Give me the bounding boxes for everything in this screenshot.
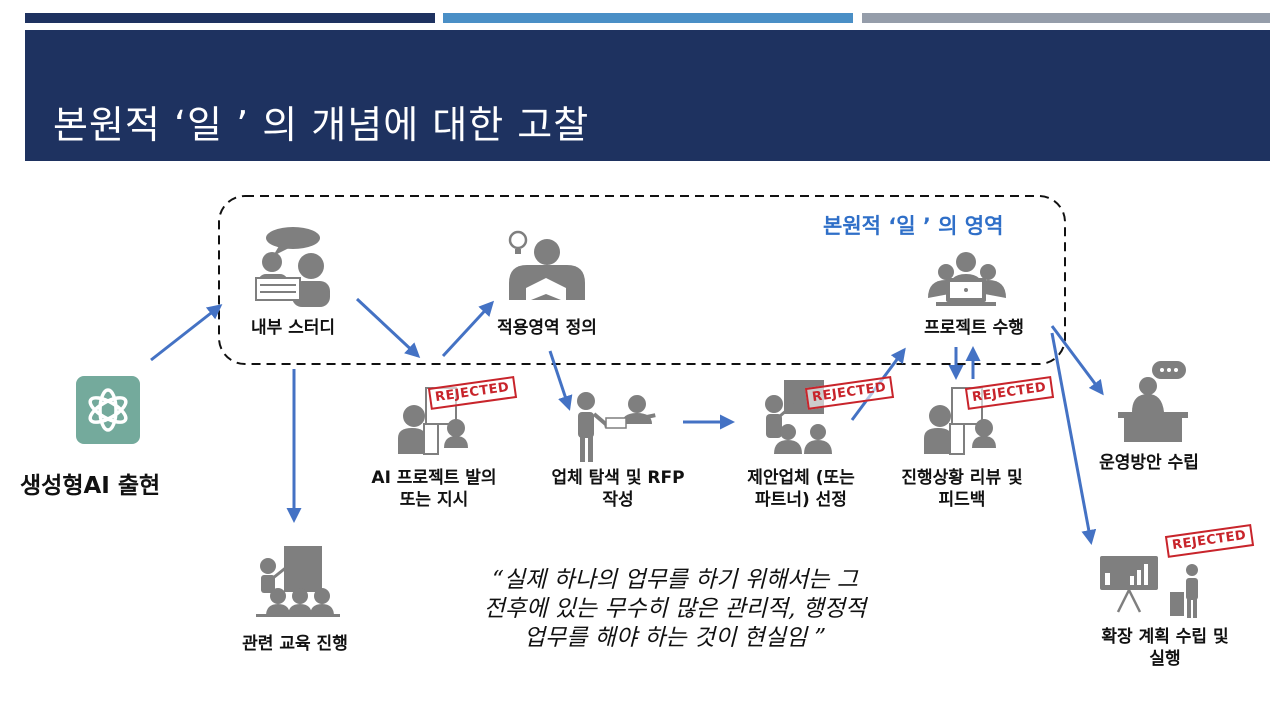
arrow-study-to-ai-project <box>355 297 421 359</box>
arrow-exec-to-expansion <box>1050 332 1097 545</box>
arrow-genai-to-study <box>150 304 223 362</box>
top-accent-bar-gray <box>862 13 1270 23</box>
top-accent-bar-navy <box>25 13 435 23</box>
quote-text: “실제 하나의 업무를 하기 위해서는 그 전후에 있는 무수히 많은 관리적,… <box>483 567 867 651</box>
label-expansion: 확장 계획 수립 및 실행 <box>1101 627 1229 669</box>
discussion-icon <box>255 227 330 307</box>
reading-idea-icon <box>508 230 585 302</box>
arrow-ai-project-to-scope <box>441 300 495 358</box>
page-title: 본원적 ‘일 ’ 의 개념에 대한 고찰 <box>53 103 590 147</box>
title-band: 본원적 ‘일 ’ 의 개념에 대한 고찰 <box>25 30 1270 161</box>
vendor-search-icon <box>577 392 656 462</box>
core-work-region-label: 본원적 ‘일 ’ 의 영역 <box>823 214 1004 238</box>
arrow-exec-to-ops <box>1050 325 1104 396</box>
team-laptop-icon <box>928 252 1006 306</box>
arrow-scope-to-vendor <box>548 350 573 411</box>
label-project-exec: 프로젝트 수행 <box>924 318 1024 338</box>
top-accent-bar-blue <box>443 13 853 23</box>
label-progress-review: 진행상황 리뷰 및 피드백 <box>901 468 1023 510</box>
core-work-region <box>218 195 1066 365</box>
openai-logo-icon <box>76 376 140 444</box>
label-vendor-rfp: 업체 탐색 및 RFP 작성 <box>551 468 685 510</box>
label-internal-study: 내부 스터디 <box>250 318 336 338</box>
thinking-desk-icon <box>1118 361 1188 442</box>
label-define-scope: 적용영역 정의 <box>497 318 597 338</box>
label-ops-plan: 운영방안 수립 <box>1099 453 1199 473</box>
label-education: 관련 교육 진행 <box>242 634 348 654</box>
presentation-chart-icon <box>1100 556 1198 618</box>
label-ai-project: AI 프로젝트 발의 또는 지시 <box>371 468 497 510</box>
genai-emergence-label: 생성형AI 출현 <box>20 473 161 499</box>
teacher-board-icon <box>256 546 340 617</box>
label-select-vendor: 제안업체 (또는 파트너) 선정 <box>747 468 855 510</box>
